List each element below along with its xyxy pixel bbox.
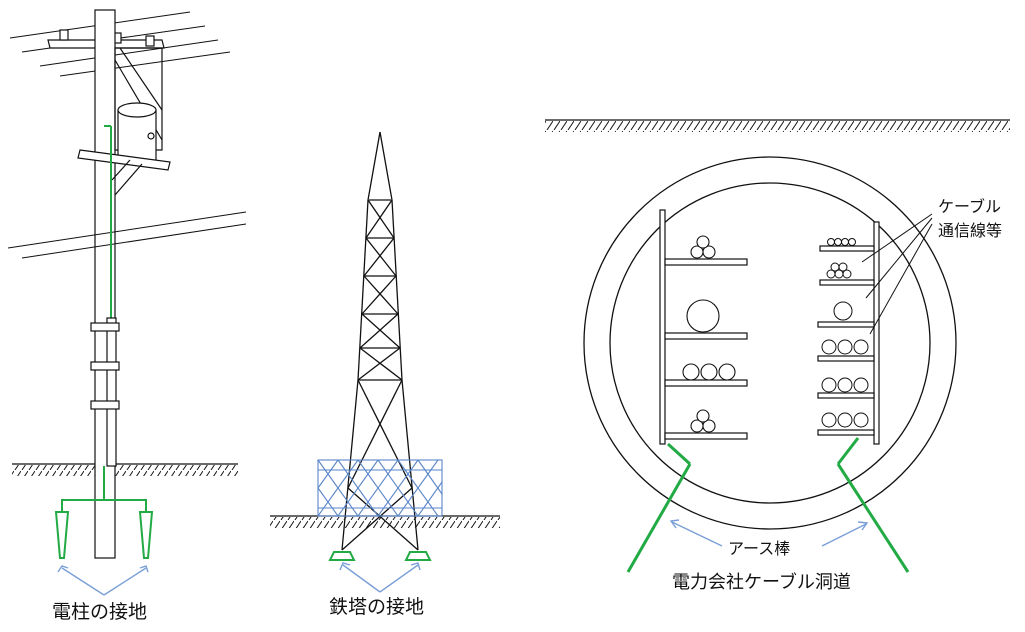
- transformer-tank: [117, 102, 157, 163]
- cable-tunnel-figure: [545, 119, 1010, 573]
- lattice-tower-figure: [270, 131, 500, 593]
- utility-pole-figure: [7, 9, 247, 596]
- fence-mesh: [317, 459, 443, 517]
- tower-footings: [328, 551, 432, 561]
- ground-electrode-wiring: [54, 466, 154, 559]
- cables-right: [821, 238, 869, 428]
- cable-label-line2: 通信線等: [938, 221, 1003, 240]
- cable-label: ケーブル 通信線等: [938, 195, 1002, 243]
- cables-left: [682, 235, 736, 433]
- ground-surface-tower: [270, 515, 500, 528]
- earth-wire-pole: [104, 125, 112, 320]
- ground-surface-tunnel: [545, 119, 1010, 132]
- cable-rack-right: [817, 221, 880, 445]
- earth-rod-arrows-tower: [339, 562, 421, 593]
- overhead-wires-lower: [7, 211, 247, 259]
- ground-surface-pole: [12, 463, 238, 476]
- earth-rod-arrows-tunnel: [669, 519, 869, 547]
- cable-label-line1: ケーブル: [938, 197, 1002, 216]
- conduit-guard: [90, 317, 120, 467]
- tower-grounding-caption: 鉄塔の接地: [329, 596, 425, 618]
- tower-lattice: [341, 131, 419, 551]
- lower-cross-arm: [77, 149, 171, 196]
- pole-grounding-caption: 電柱の接地: [52, 601, 148, 623]
- cable-rack-left: [659, 209, 748, 445]
- earth-rod-label: アース棒: [728, 539, 791, 558]
- earth-rods-tunnel: [626, 437, 910, 573]
- earth-rod-arrows-pole: [57, 565, 149, 596]
- tunnel-walls: [583, 156, 957, 530]
- tunnel-caption: 電力会社ケーブル洞道: [672, 572, 851, 593]
- cable-leader-lines: [861, 213, 933, 335]
